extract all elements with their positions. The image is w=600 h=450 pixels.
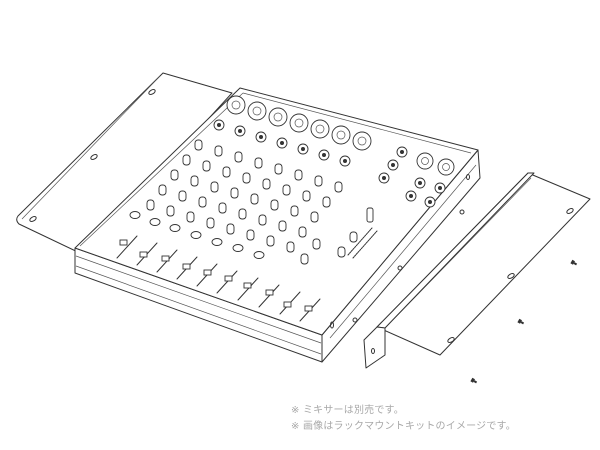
mounting-hole <box>148 89 156 95</box>
buttons <box>129 211 265 259</box>
note-image-is-illustrative: ※ 画像はラックマウントキットのイメージです。 <box>291 421 516 432</box>
level-meters <box>347 207 378 259</box>
mounting-hole <box>90 154 98 160</box>
screws <box>470 259 578 384</box>
fader-slots <box>116 235 321 322</box>
caption-notes: ※ ミキサーは別売です。 ※ 画像はラックマウントキットのイメージです。 <box>291 403 516 435</box>
channel-knobs <box>146 139 358 265</box>
xlr-inputs <box>226 95 455 176</box>
left-rack-ear <box>16 72 233 256</box>
screw-icon <box>470 377 478 384</box>
mixer <box>74 87 481 363</box>
mounting-hole <box>29 216 37 222</box>
jacks <box>213 119 446 208</box>
right-rack-bracket <box>363 172 591 369</box>
screw-icon <box>517 318 525 325</box>
screw-icon <box>570 259 578 266</box>
mounting-hole <box>447 337 455 343</box>
note-mixer-sold-separately: ※ ミキサーは別売です。 <box>291 405 404 416</box>
mounting-hole <box>566 208 574 214</box>
mounting-hole <box>507 273 515 279</box>
